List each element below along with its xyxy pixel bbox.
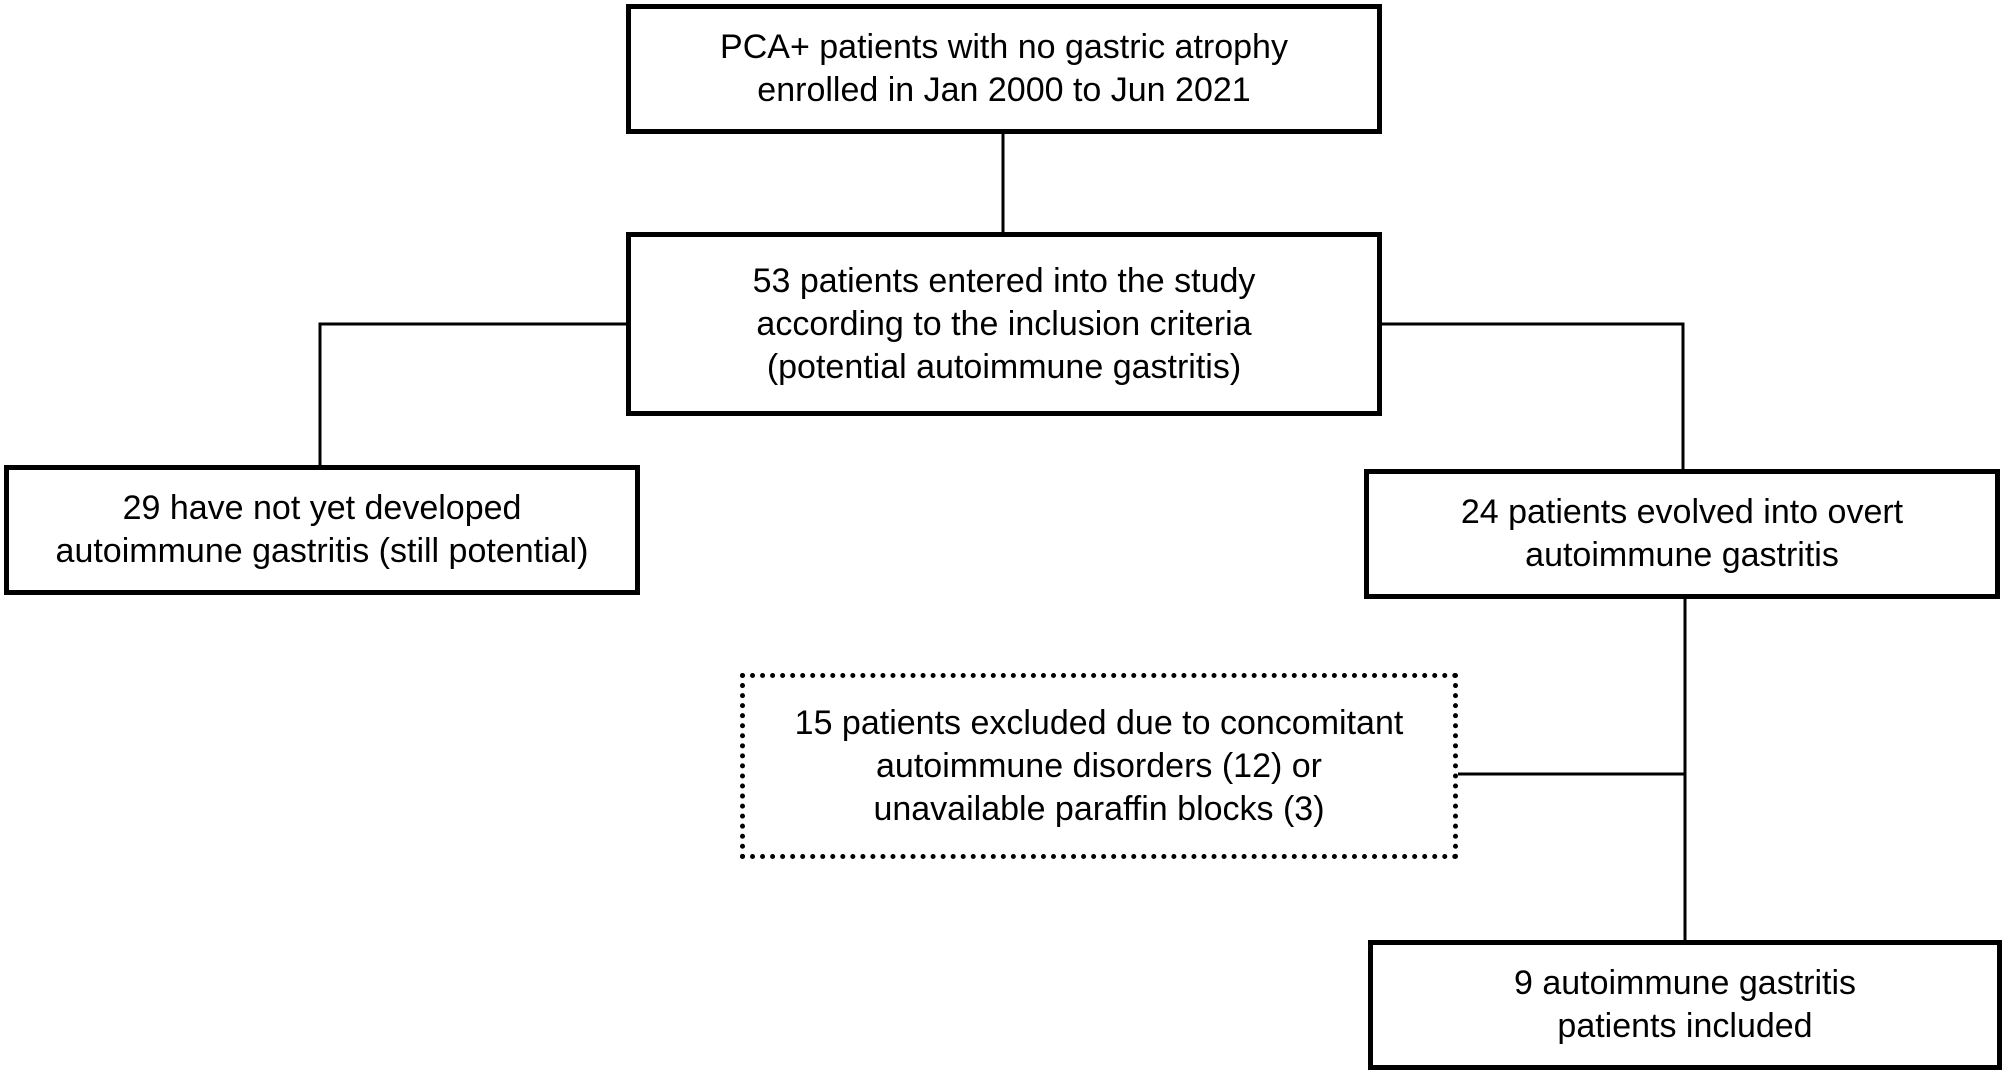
connector-entered-to-evolved	[1380, 322, 1685, 470]
node-included: 9 autoimmune gastritis patients included	[1368, 940, 2002, 1070]
node-excluded: 15 patients excluded due to concomitant …	[740, 673, 1458, 859]
node-entered: 53 patients entered into the study accor…	[626, 232, 1382, 416]
node-evolved-line: 24 patients evolved into overt	[1460, 493, 1904, 531]
node-entered-line: according to the inclusion criteria	[756, 304, 1252, 343]
node-entered-line: (potential autoimmune gastritis)	[766, 347, 1242, 386]
node-included-line: 9 autoimmune gastritis	[1513, 964, 1857, 1002]
node-enrolled-line: enrolled in Jan 2000 to Jun 2021	[757, 71, 1251, 109]
node-entered-line: 53 patients entered into the study	[752, 261, 1256, 300]
connector-entered-to-still-potential	[318, 322, 627, 466]
node-excluded-line: unavailable paraffin blocks (3)	[873, 789, 1325, 828]
node-still-potential-line: autoimmune gastritis (still potential)	[55, 532, 589, 570]
node-evolved: 24 patients evolved into overt autoimmun…	[1364, 469, 2000, 599]
node-excluded-line: autoimmune disorders (12) or	[876, 746, 1322, 785]
node-still-potential: 29 have not yet developed autoimmune gas…	[4, 465, 640, 595]
node-enrolled: PCA+ patients with no gastric atrophy en…	[626, 4, 1382, 134]
node-still-potential-line: 29 have not yet developed	[122, 489, 522, 527]
node-enrolled-line: PCA+ patients with no gastric atrophy	[720, 28, 1288, 66]
node-included-line: patients included	[1557, 1007, 1813, 1045]
node-excluded-line: 15 patients excluded due to concomitant	[794, 703, 1404, 742]
node-evolved-line: autoimmune gastritis	[1525, 536, 1839, 574]
